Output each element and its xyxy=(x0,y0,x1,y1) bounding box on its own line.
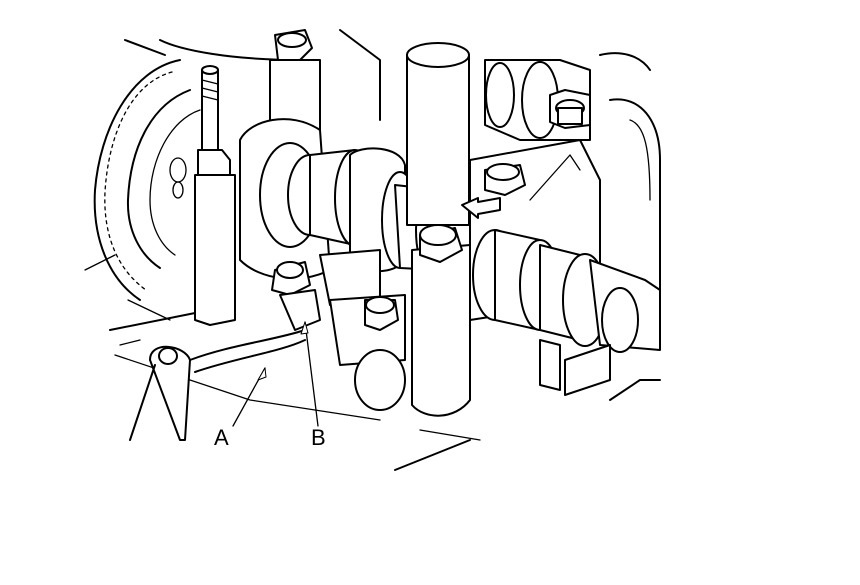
adjusting-screw xyxy=(271,261,321,331)
cam-sprocket xyxy=(93,59,201,321)
camshaft-front xyxy=(472,229,661,396)
feeler-gauge xyxy=(129,329,306,441)
oil-pipe xyxy=(406,42,470,226)
camshaft-rear xyxy=(484,59,591,141)
bearing-cap-front xyxy=(411,224,471,417)
label-a: A xyxy=(214,425,229,450)
rocker-arm xyxy=(319,249,406,411)
leader-lines xyxy=(232,321,319,427)
stud-bolt xyxy=(194,65,236,326)
label-b: B xyxy=(311,425,326,450)
arrow-mark-icon xyxy=(461,197,501,219)
